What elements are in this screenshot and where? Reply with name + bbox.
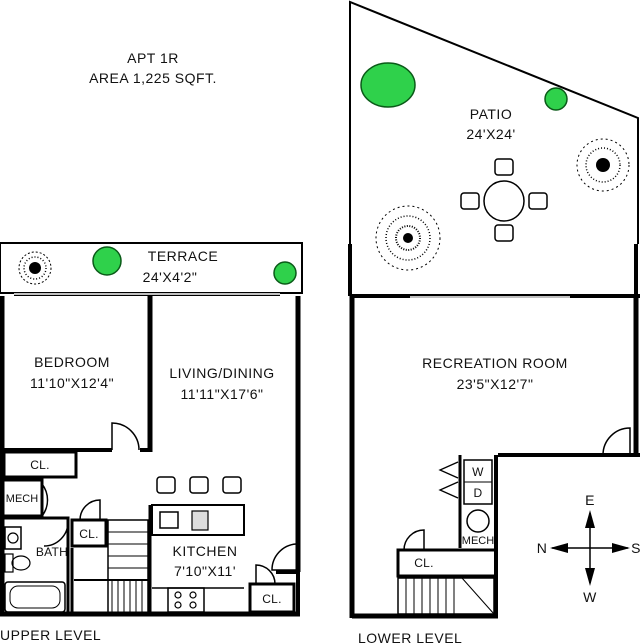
washer-label: W (472, 465, 484, 479)
stove-burner (174, 591, 182, 599)
bath-sink (4, 526, 22, 550)
kitchen-counter (151, 504, 245, 536)
rec-door (602, 427, 631, 456)
kitchen-dishwasher (191, 510, 209, 531)
living-name: LIVING/DINING (169, 365, 274, 381)
lower-stairs (397, 577, 495, 615)
stove-burner (174, 601, 182, 609)
bar-stool (156, 476, 176, 494)
closet-bedroom-box (2, 450, 78, 479)
kitchen-name: KITCHEN (173, 543, 238, 559)
recreation-name: RECREATION ROOM (422, 355, 568, 371)
lower-level-label: LOWER LEVEL (358, 630, 462, 644)
laundry-bifold-door (438, 461, 459, 499)
stove-burner (189, 601, 197, 609)
terrace-plant-green (273, 261, 297, 285)
mech-lower-label: MECH (462, 535, 494, 547)
bedroom-door (111, 422, 140, 451)
closet-hall-box (70, 518, 108, 548)
patio-dims: 24'X24' (466, 126, 515, 142)
living-dims: 11'11"X17'6" (180, 386, 263, 402)
compass: E W N S (537, 492, 640, 605)
bathtub (4, 581, 66, 613)
mech-upper-label: MECH (6, 493, 38, 505)
patio-table-set (460, 158, 548, 242)
closet-hall-door (79, 499, 101, 521)
terrace-dims: 24'X4'2" (143, 269, 198, 285)
bath-door (43, 521, 69, 547)
bathtub-inner (9, 585, 61, 609)
bar-stool (189, 476, 209, 494)
compass-arrow-right (612, 543, 630, 553)
closet-kitchen-box (248, 582, 296, 614)
kitchen-dims: 7'10"X11' (174, 563, 236, 579)
upper-level-label: UPPER LEVEL (0, 627, 101, 643)
apartment-area: AREA 1,225 SQFT. (89, 70, 217, 86)
closet-hall-label: CL. (79, 527, 99, 541)
compass-w: W (583, 589, 597, 605)
patio-name: PATIO (470, 106, 512, 122)
toilet-tank (4, 553, 14, 573)
closet-bedroom-label: CL. (30, 458, 50, 472)
compass-e: E (585, 492, 595, 508)
closet-lower-door (403, 529, 425, 551)
lower-level: W D MECH CL. (348, 0, 640, 644)
entry-door (271, 543, 297, 571)
recreation-dims: 23'5"X12'7" (457, 376, 534, 392)
apartment-title: APT 1R (127, 50, 179, 66)
bar-stool (222, 476, 242, 494)
patio-plant-green (544, 87, 568, 111)
patio-outline (349, 0, 639, 244)
bath-label: BATH (36, 545, 68, 559)
closet-kitchen-door (255, 564, 276, 585)
compass-s: S (631, 540, 640, 556)
closet-lower-label: CL. (414, 556, 434, 570)
dryer-label: D (474, 486, 483, 500)
bedroom-name: BEDROOM (34, 354, 110, 370)
mech-door (41, 483, 49, 517)
patio-plant-green (360, 62, 416, 108)
bath-box (0, 516, 70, 616)
compass-arrow-up (585, 510, 595, 528)
compass-n: N (537, 540, 548, 556)
bath-sink-basin (7, 532, 19, 544)
terrace-plant-green (92, 246, 122, 276)
terrace-name: TERRACE (148, 248, 218, 264)
toilet-bowl (11, 555, 31, 571)
upper-level: CL. MECH BATH CL. (0, 242, 303, 643)
upper-stairs (70, 519, 149, 615)
closet-lower-box (396, 548, 498, 578)
bedroom-dims: 11'10"X12'4" (30, 375, 114, 391)
kitchen-stove (167, 587, 205, 613)
patio-plant-shrub (375, 205, 441, 271)
mech-upper-box (0, 478, 44, 518)
terrace-plant-shrub (18, 251, 52, 285)
stove-burner (189, 591, 197, 599)
patio-plant-shrub (576, 138, 630, 192)
water-heater (466, 509, 490, 533)
kitchen-sink (159, 511, 179, 529)
closet-kitchen-label: CL. (262, 592, 282, 606)
compass-arrow-left (550, 543, 568, 553)
compass-arrow-down (585, 568, 595, 586)
